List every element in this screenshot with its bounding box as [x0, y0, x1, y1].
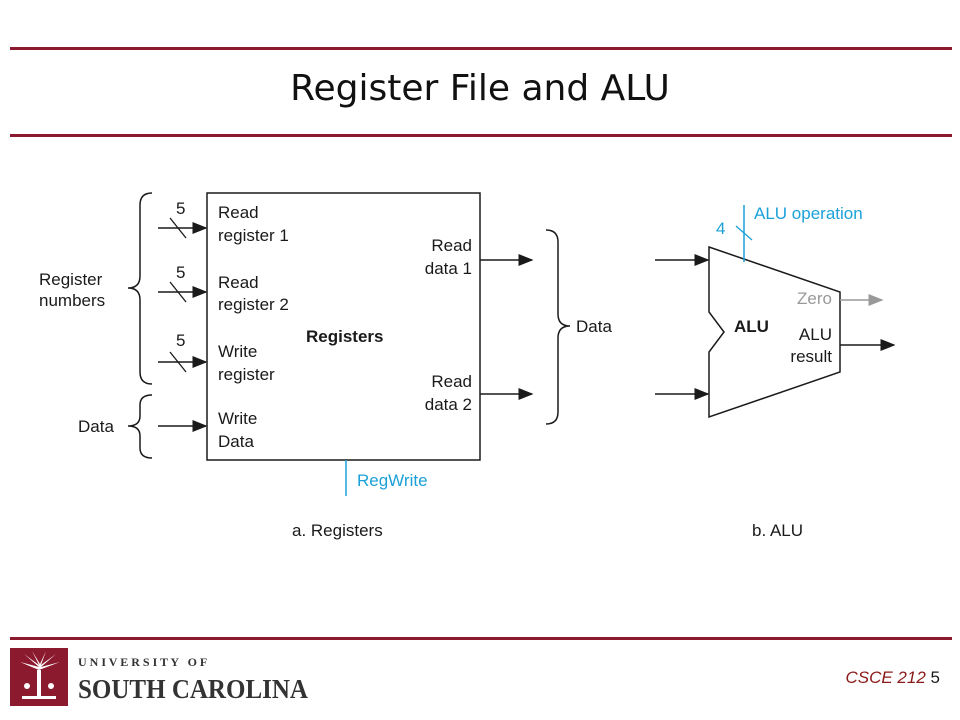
write-data-label-line1: Write — [218, 409, 257, 428]
bus-slash-1 — [169, 217, 187, 239]
read-data-2-label-line1: Read — [431, 372, 472, 391]
data-output-label: Data — [576, 317, 612, 336]
alu-block-label: ALU — [734, 317, 769, 336]
read-register-2-label-line1: Read — [218, 273, 259, 292]
alu-operation-label: ALU operation — [754, 204, 863, 223]
alu-result-label-line1: ALU — [799, 325, 832, 344]
university-logo: U N I V E R S I T Y O F SOUTH CAROLINA — [10, 648, 308, 706]
logo-org-line1: U N I V E R S I T Y O F — [78, 655, 207, 669]
alu-shape — [708, 245, 841, 419]
footer-course-page: CSCE 212 5 — [845, 668, 940, 688]
regwrite-label: RegWrite — [357, 471, 428, 490]
alu-control-width: 4 — [716, 219, 725, 238]
read-data-1-label-line1: Read — [431, 236, 472, 255]
bus-slash-3 — [169, 351, 187, 373]
registers-block-label: Registers — [306, 327, 383, 346]
write-register-label-line1: Write — [218, 342, 257, 361]
register-numbers-label-line2: numbers — [39, 291, 105, 310]
read-data-1-label-line2: data 1 — [425, 259, 472, 278]
alu-operation-bus-slash — [735, 225, 753, 241]
bus-width-3: 5 — [176, 331, 185, 350]
slide-title: Register File and ALU — [290, 68, 670, 109]
register-numbers-label-line1: Register — [39, 270, 103, 289]
course-code: CSCE 212 — [845, 668, 926, 687]
bus-width-1: 5 — [176, 199, 185, 218]
data-output-brace — [545, 229, 571, 425]
data-input-brace — [127, 394, 153, 459]
write-register-label-line2: register — [218, 365, 275, 384]
zero-label: Zero — [797, 289, 832, 308]
logo-org-line2: SOUTH CAROLINA — [78, 674, 308, 704]
register-alu-diagram: 5 5 5 Register numbers Data Read registe… — [39, 192, 896, 540]
read-register-1-label-line2: register 1 — [218, 226, 289, 245]
alu-result-label-line2: result — [790, 347, 832, 366]
bus-slash-2 — [169, 281, 187, 303]
bus-width-2: 5 — [176, 263, 185, 282]
registers-caption: a. Registers — [292, 521, 383, 540]
register-file-box — [206, 192, 481, 461]
register-numbers-brace — [127, 192, 153, 385]
write-data-label-line2: Data — [218, 432, 254, 451]
read-register-1-label-line1: Read — [218, 203, 259, 222]
page-number: 5 — [930, 668, 940, 687]
data-input-label: Data — [78, 417, 114, 436]
alu-caption: b. ALU — [752, 521, 803, 540]
footer-rule — [10, 637, 952, 640]
title-underline-rule — [10, 134, 952, 137]
top-rule — [10, 47, 952, 50]
read-data-2-label-line2: data 2 — [425, 395, 472, 414]
read-register-2-label-line2: register 2 — [218, 295, 289, 314]
palmetto-tree-icon — [20, 651, 60, 699]
